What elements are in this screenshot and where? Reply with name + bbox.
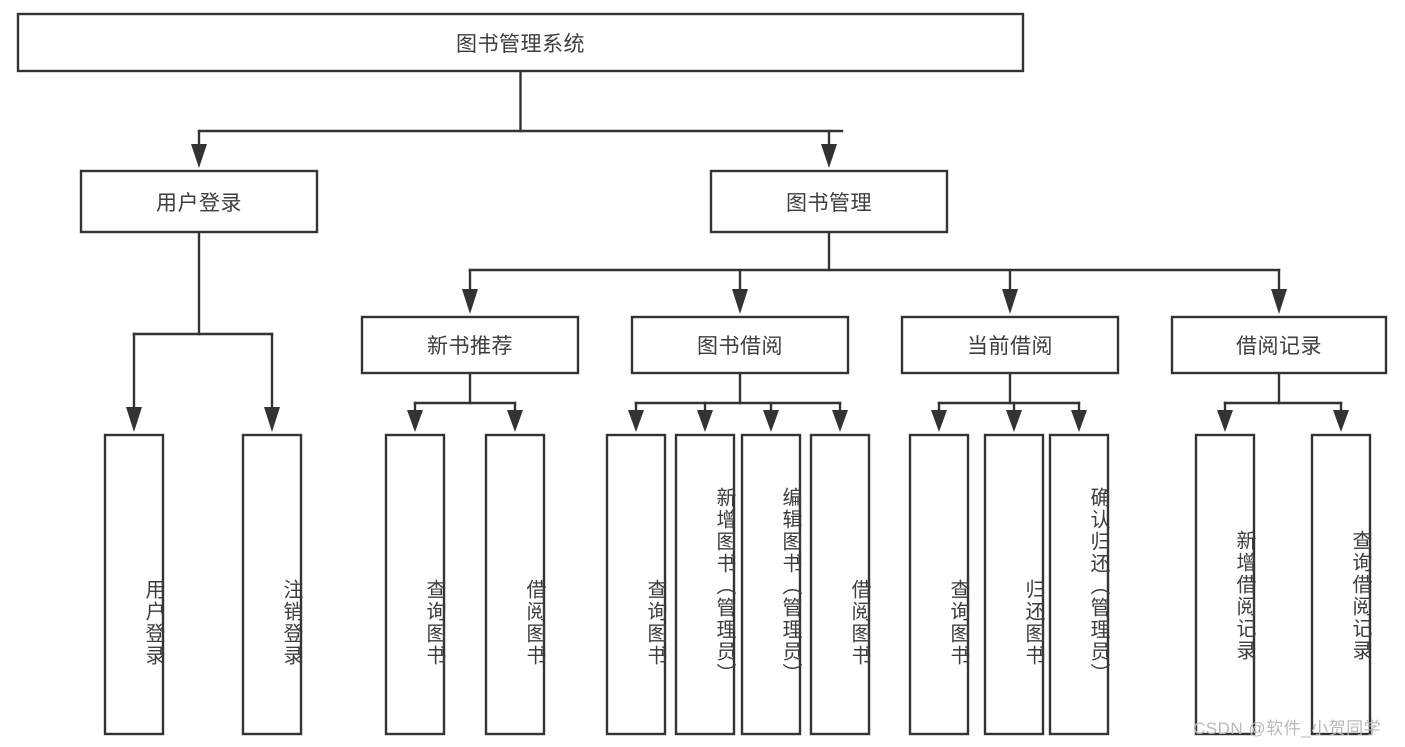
arrow-head-leaf-user-login [126,407,142,432]
arrow-head-leaf-query-book-current [931,410,947,432]
node-box-current-borrow[interactable] [900,315,1120,375]
node-box-leaf-add-book[interactable] [674,433,736,736]
node-box-user-login[interactable] [79,169,319,234]
node-box-leaf-add-borrow-record[interactable] [1194,433,1256,736]
connector-group-book-borrow [628,371,848,432]
arrow-head-leaf-query-book-recommend [407,410,423,432]
node-box-leaf-query-book-current[interactable] [908,433,970,736]
node-box-new-book-recommend[interactable] [360,315,580,375]
arrow-head-new-book-recommend [462,289,478,314]
connector-group-root [191,69,844,168]
node-box-leaf-borrow-book-recommend[interactable] [484,433,546,736]
connector-group-user-login [126,230,280,432]
arrow-head-book-borrow [732,289,748,314]
connector-group-book-management [462,230,1287,314]
connector-group-borrow-record [1217,371,1349,432]
node-box-leaf-logout[interactable] [241,433,303,736]
connector-group-new-book-recommend [407,371,523,432]
csdn-watermark: CSDN @软件_小贺同学 [1193,719,1382,738]
arrow-head-leaf-add-book [697,410,713,432]
node-box-book-management[interactable] [709,169,949,234]
node-box-borrow-record[interactable] [1170,315,1388,375]
node-box-leaf-return-book[interactable] [983,433,1045,736]
node-box-leaf-query-book-borrow[interactable] [605,433,667,736]
arrow-head-leaf-add-borrow-record [1217,410,1233,432]
node-box-leaf-confirm-return[interactable] [1048,433,1110,736]
arrow-head-current-borrow [1002,289,1018,314]
node-box-leaf-user-login[interactable] [103,433,165,736]
arrow-head-leaf-confirm-return [1071,410,1087,432]
arrow-head-user-login [191,144,207,168]
arrow-head-leaf-query-borrow-record [1333,410,1349,432]
connector-group-current-borrow [931,371,1087,432]
arrow-head-borrow-record [1271,289,1287,314]
arrow-head-leaf-query-book-borrow [628,410,644,432]
node-box-root[interactable] [16,12,1025,73]
arrow-head-leaf-borrow-book [832,410,848,432]
node-box-leaf-query-borrow-record[interactable] [1310,433,1372,736]
arrow-head-book-management [821,144,837,168]
arrow-head-leaf-logout [264,407,280,432]
node-box-leaf-edit-book[interactable] [740,433,802,736]
node-box-book-borrow[interactable] [630,315,850,375]
arrow-head-leaf-return-book [1006,410,1022,432]
node-box-leaf-query-book-recommend[interactable] [384,433,446,736]
arrow-head-leaf-borrow-book-recommend [507,410,523,432]
arrow-head-leaf-edit-book [763,410,779,432]
node-box-leaf-borrow-book[interactable] [809,433,871,736]
